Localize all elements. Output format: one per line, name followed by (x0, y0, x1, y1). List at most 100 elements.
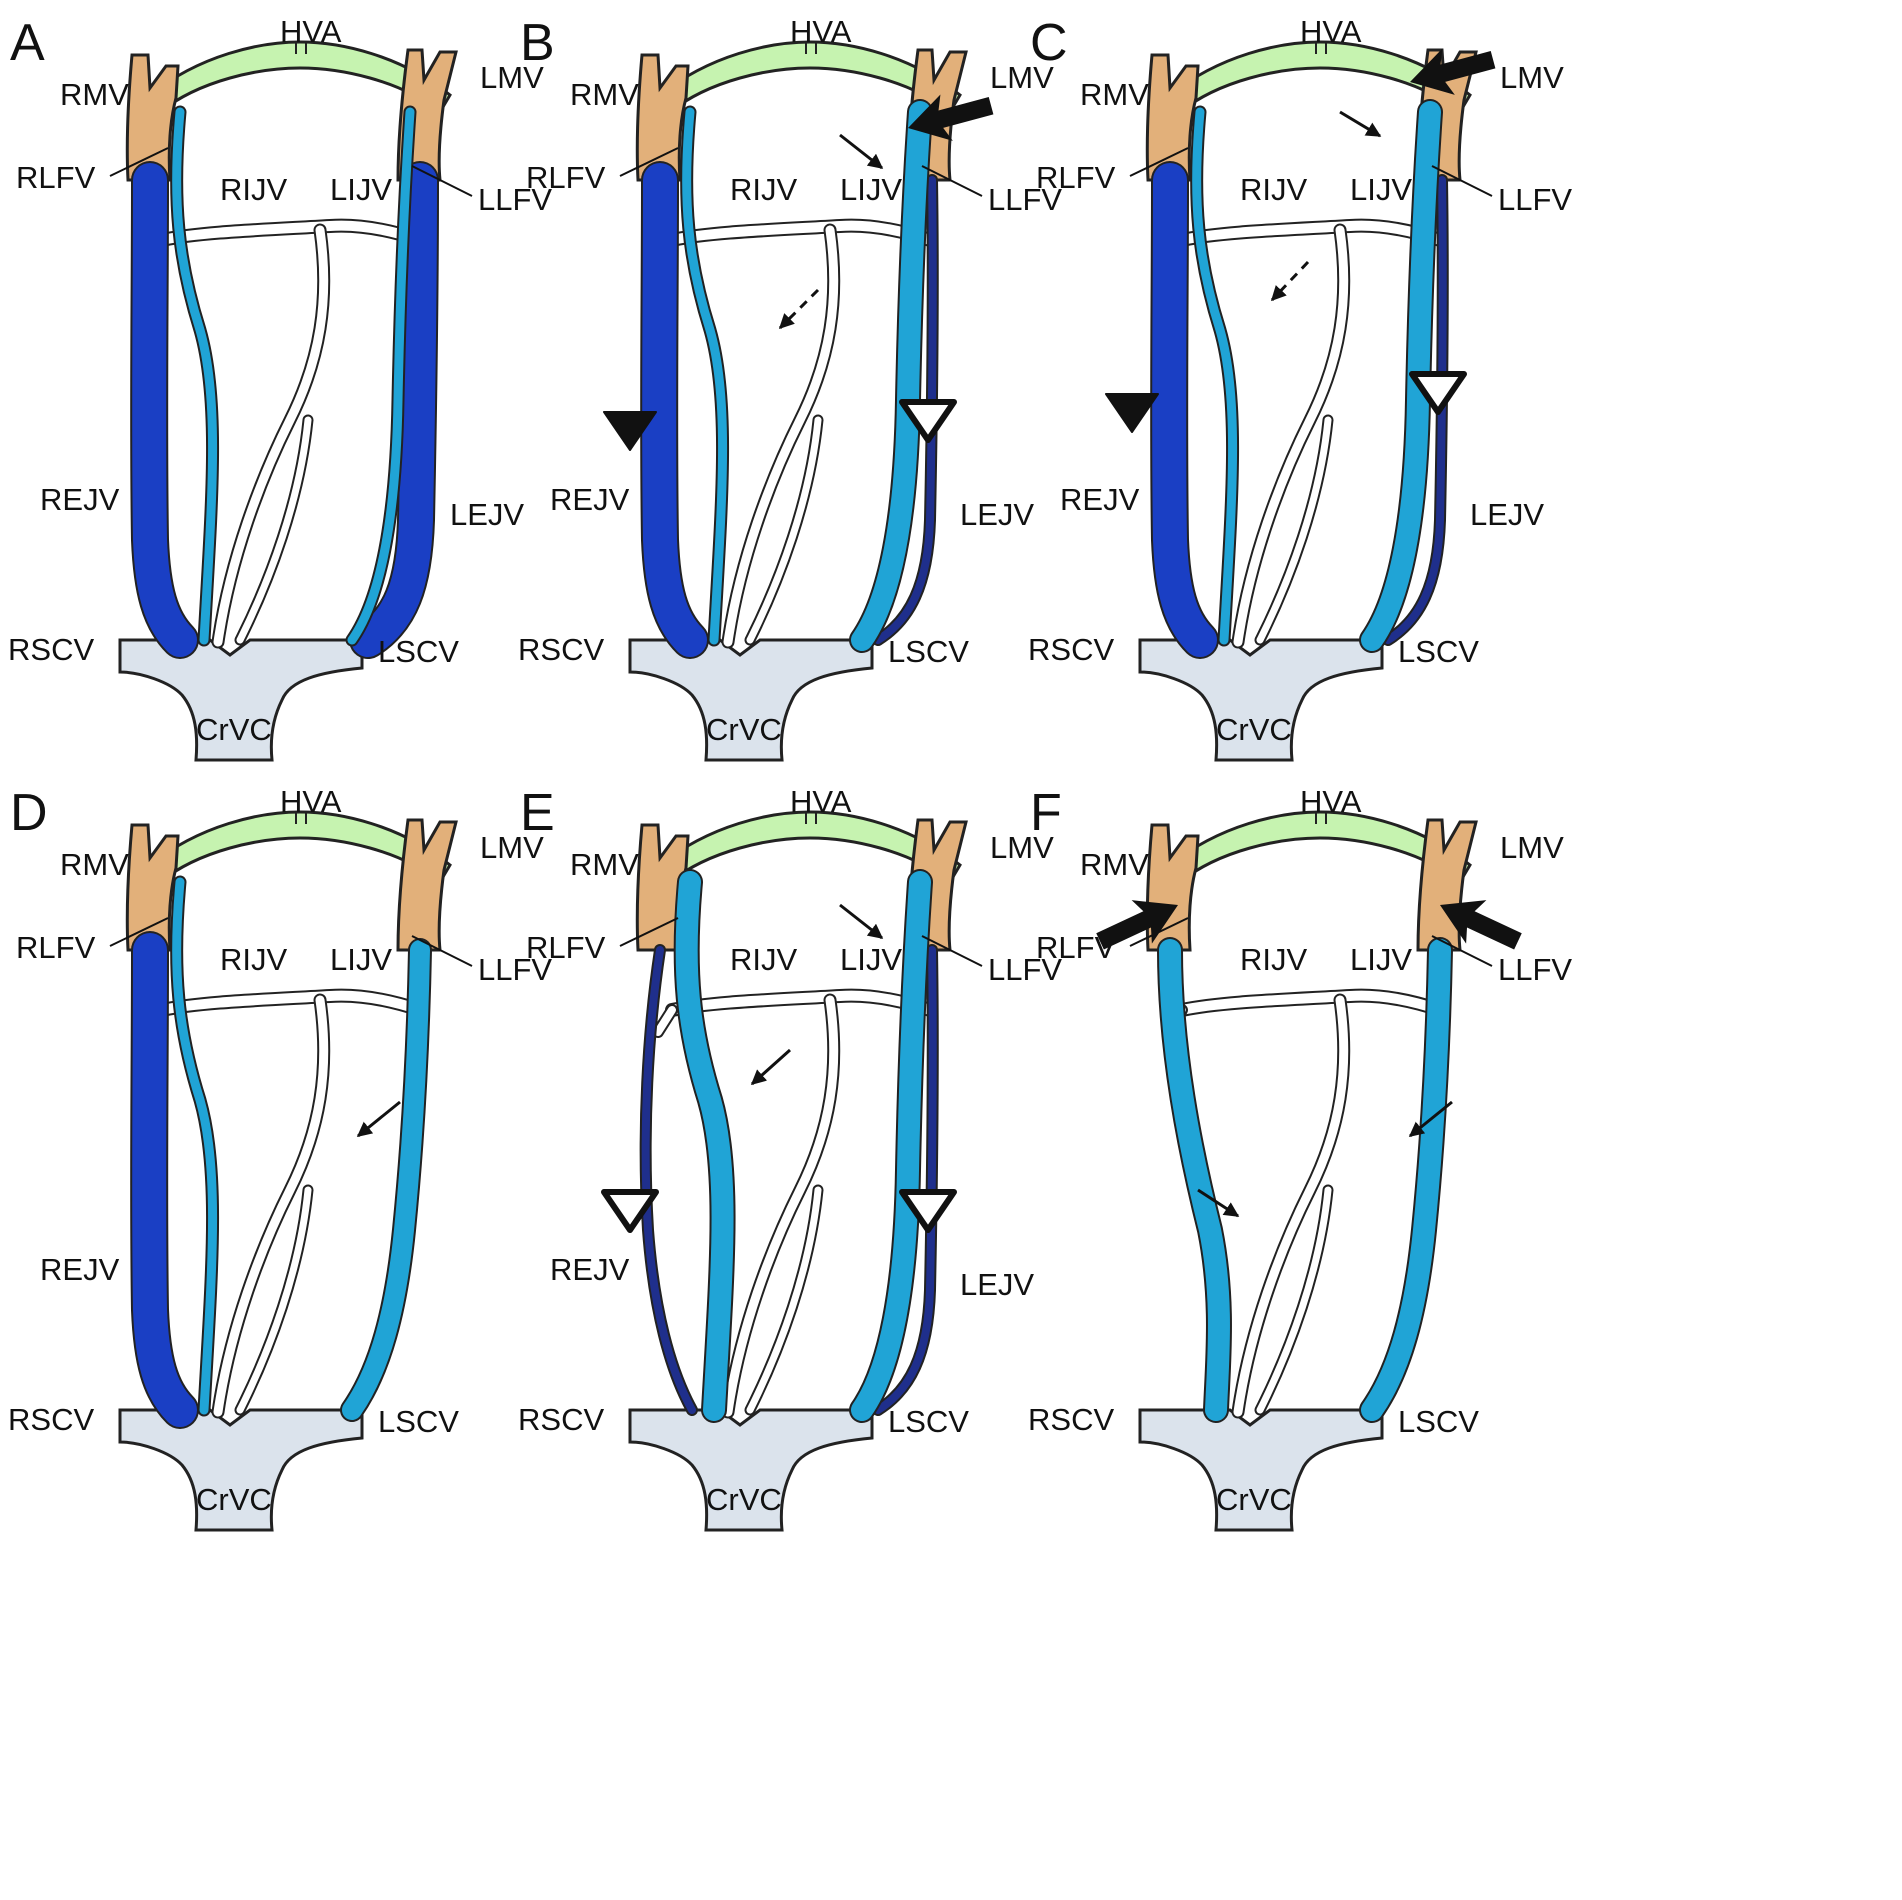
rejv-vessel (642, 163, 707, 657)
label-rscv: RSCV (1028, 632, 1114, 667)
lijv-vessel (347, 107, 415, 645)
label-lmv: LMV (1500, 830, 1564, 865)
llfv-leader (411, 935, 473, 967)
label-llfv: LLFV (988, 952, 1062, 987)
panel-letter: F (1030, 784, 1062, 842)
filled-arrowhead-0 (603, 411, 657, 451)
hva-notch (1315, 812, 1327, 824)
lejv-vessel (351, 163, 437, 657)
label-rijv: RIJV (220, 942, 288, 977)
rlfv-leader (619, 147, 679, 177)
lijv-vessel (1361, 101, 1441, 651)
big-arrow-0-shape (1410, 48, 1496, 95)
big-arrow-0-shape (908, 94, 994, 141)
label-rscv: RSCV (518, 632, 604, 667)
rejv-vessel (1152, 163, 1217, 657)
label-lscv: LSCV (378, 1404, 459, 1439)
label-rijv: RIJV (730, 172, 798, 207)
label-llfv: LLFV (478, 182, 552, 217)
hva-notch (295, 42, 307, 54)
vertebral-vessel (723, 225, 839, 647)
open-arrowhead-0 (601, 1189, 659, 1233)
label-lscv: LSCV (888, 1404, 969, 1439)
label-rijv: RIJV (1240, 942, 1308, 977)
arrow-1 (1408, 1100, 1453, 1138)
lijv-vessel (1361, 939, 1451, 1421)
hva-notch (805, 812, 817, 824)
llfv-leader (411, 165, 473, 197)
label-rmv: RMV (570, 847, 639, 882)
label-rmv: RMV (570, 77, 639, 112)
rejv-vessel (132, 933, 197, 1427)
label-lijv: LIJV (1350, 172, 1412, 207)
label-lijv: LIJV (330, 172, 392, 207)
label-rmv: RMV (60, 77, 129, 112)
label-hva: HVA (1300, 784, 1362, 819)
label-rscv: RSCV (8, 632, 94, 667)
label-rijv: RIJV (730, 942, 798, 977)
inner-vessel (236, 416, 312, 644)
crvc-trunk (628, 638, 874, 762)
label-rejv: REJV (550, 1252, 630, 1287)
big-arrow-0 (1096, 900, 1178, 950)
rlfv-leader (109, 147, 169, 177)
rijv-vessel (1192, 107, 1238, 645)
filled-arrowhead-0 (1105, 393, 1159, 433)
rijv-vessel (682, 107, 728, 645)
crvc-trunk (1138, 638, 1384, 762)
open-arrowhead-1 (899, 399, 957, 443)
label-llfv: LLFV (478, 952, 552, 987)
rijv-vessel (1159, 939, 1230, 1421)
label-rijv: RIJV (1240, 172, 1308, 207)
label-crvc: CrVC (1216, 1482, 1292, 1517)
label-llfv: LLFV (988, 182, 1062, 217)
arrow-0 (1339, 110, 1382, 138)
label-lijv: LIJV (1350, 942, 1412, 977)
hva-notch (295, 812, 307, 824)
crvc-trunk (628, 1408, 874, 1532)
label-rscv: RSCV (1028, 1402, 1114, 1437)
label-lejv: LEJV (960, 1267, 1034, 1302)
lijv-vessel (851, 871, 931, 1421)
arrow-0 (1197, 1188, 1240, 1218)
label-rlfv: RLFV (526, 930, 606, 965)
label-llfv: LLFV (1498, 952, 1572, 987)
label-lmv: LMV (990, 830, 1054, 865)
label-rlfv: RLFV (1036, 160, 1116, 195)
rlfv-leader (109, 917, 169, 947)
label-rejv: REJV (1060, 482, 1140, 517)
label-rejv: REJV (40, 482, 120, 517)
label-rejv: REJV (40, 1252, 120, 1287)
panel-letter: E (520, 784, 555, 842)
arrow-1 (750, 1048, 792, 1086)
open-arrowhead-1 (899, 1189, 957, 1233)
crvc-trunk (118, 1408, 364, 1532)
big-arrow-1-shape (1440, 900, 1522, 950)
arrow-0 (839, 903, 884, 940)
vertebral-vessel (213, 995, 329, 1417)
left-confluence (396, 818, 458, 952)
label-hva: HVA (280, 784, 342, 819)
label-rlfv: RLFV (526, 160, 606, 195)
big-arrow-0 (908, 94, 994, 141)
hva-notch (1315, 42, 1327, 54)
inner-vessel (746, 1186, 822, 1414)
panel-letter: B (520, 14, 555, 72)
label-crvc: CrVC (196, 712, 272, 747)
label-crvc: CrVC (1216, 712, 1292, 747)
label-rmv: RMV (1080, 77, 1149, 112)
panel-letter: D (10, 784, 48, 842)
label-rlfv: RLFV (16, 160, 96, 195)
label-rscv: RSCV (518, 1402, 604, 1437)
big-arrow-0 (1410, 48, 1496, 95)
label-lscv: LSCV (888, 634, 969, 669)
inner-vessel (746, 416, 822, 644)
rejv-vessel (641, 946, 696, 1414)
rlfv-leader (1129, 147, 1189, 177)
arrow-1 (1270, 260, 1310, 302)
label-lscv: LSCV (378, 634, 459, 669)
